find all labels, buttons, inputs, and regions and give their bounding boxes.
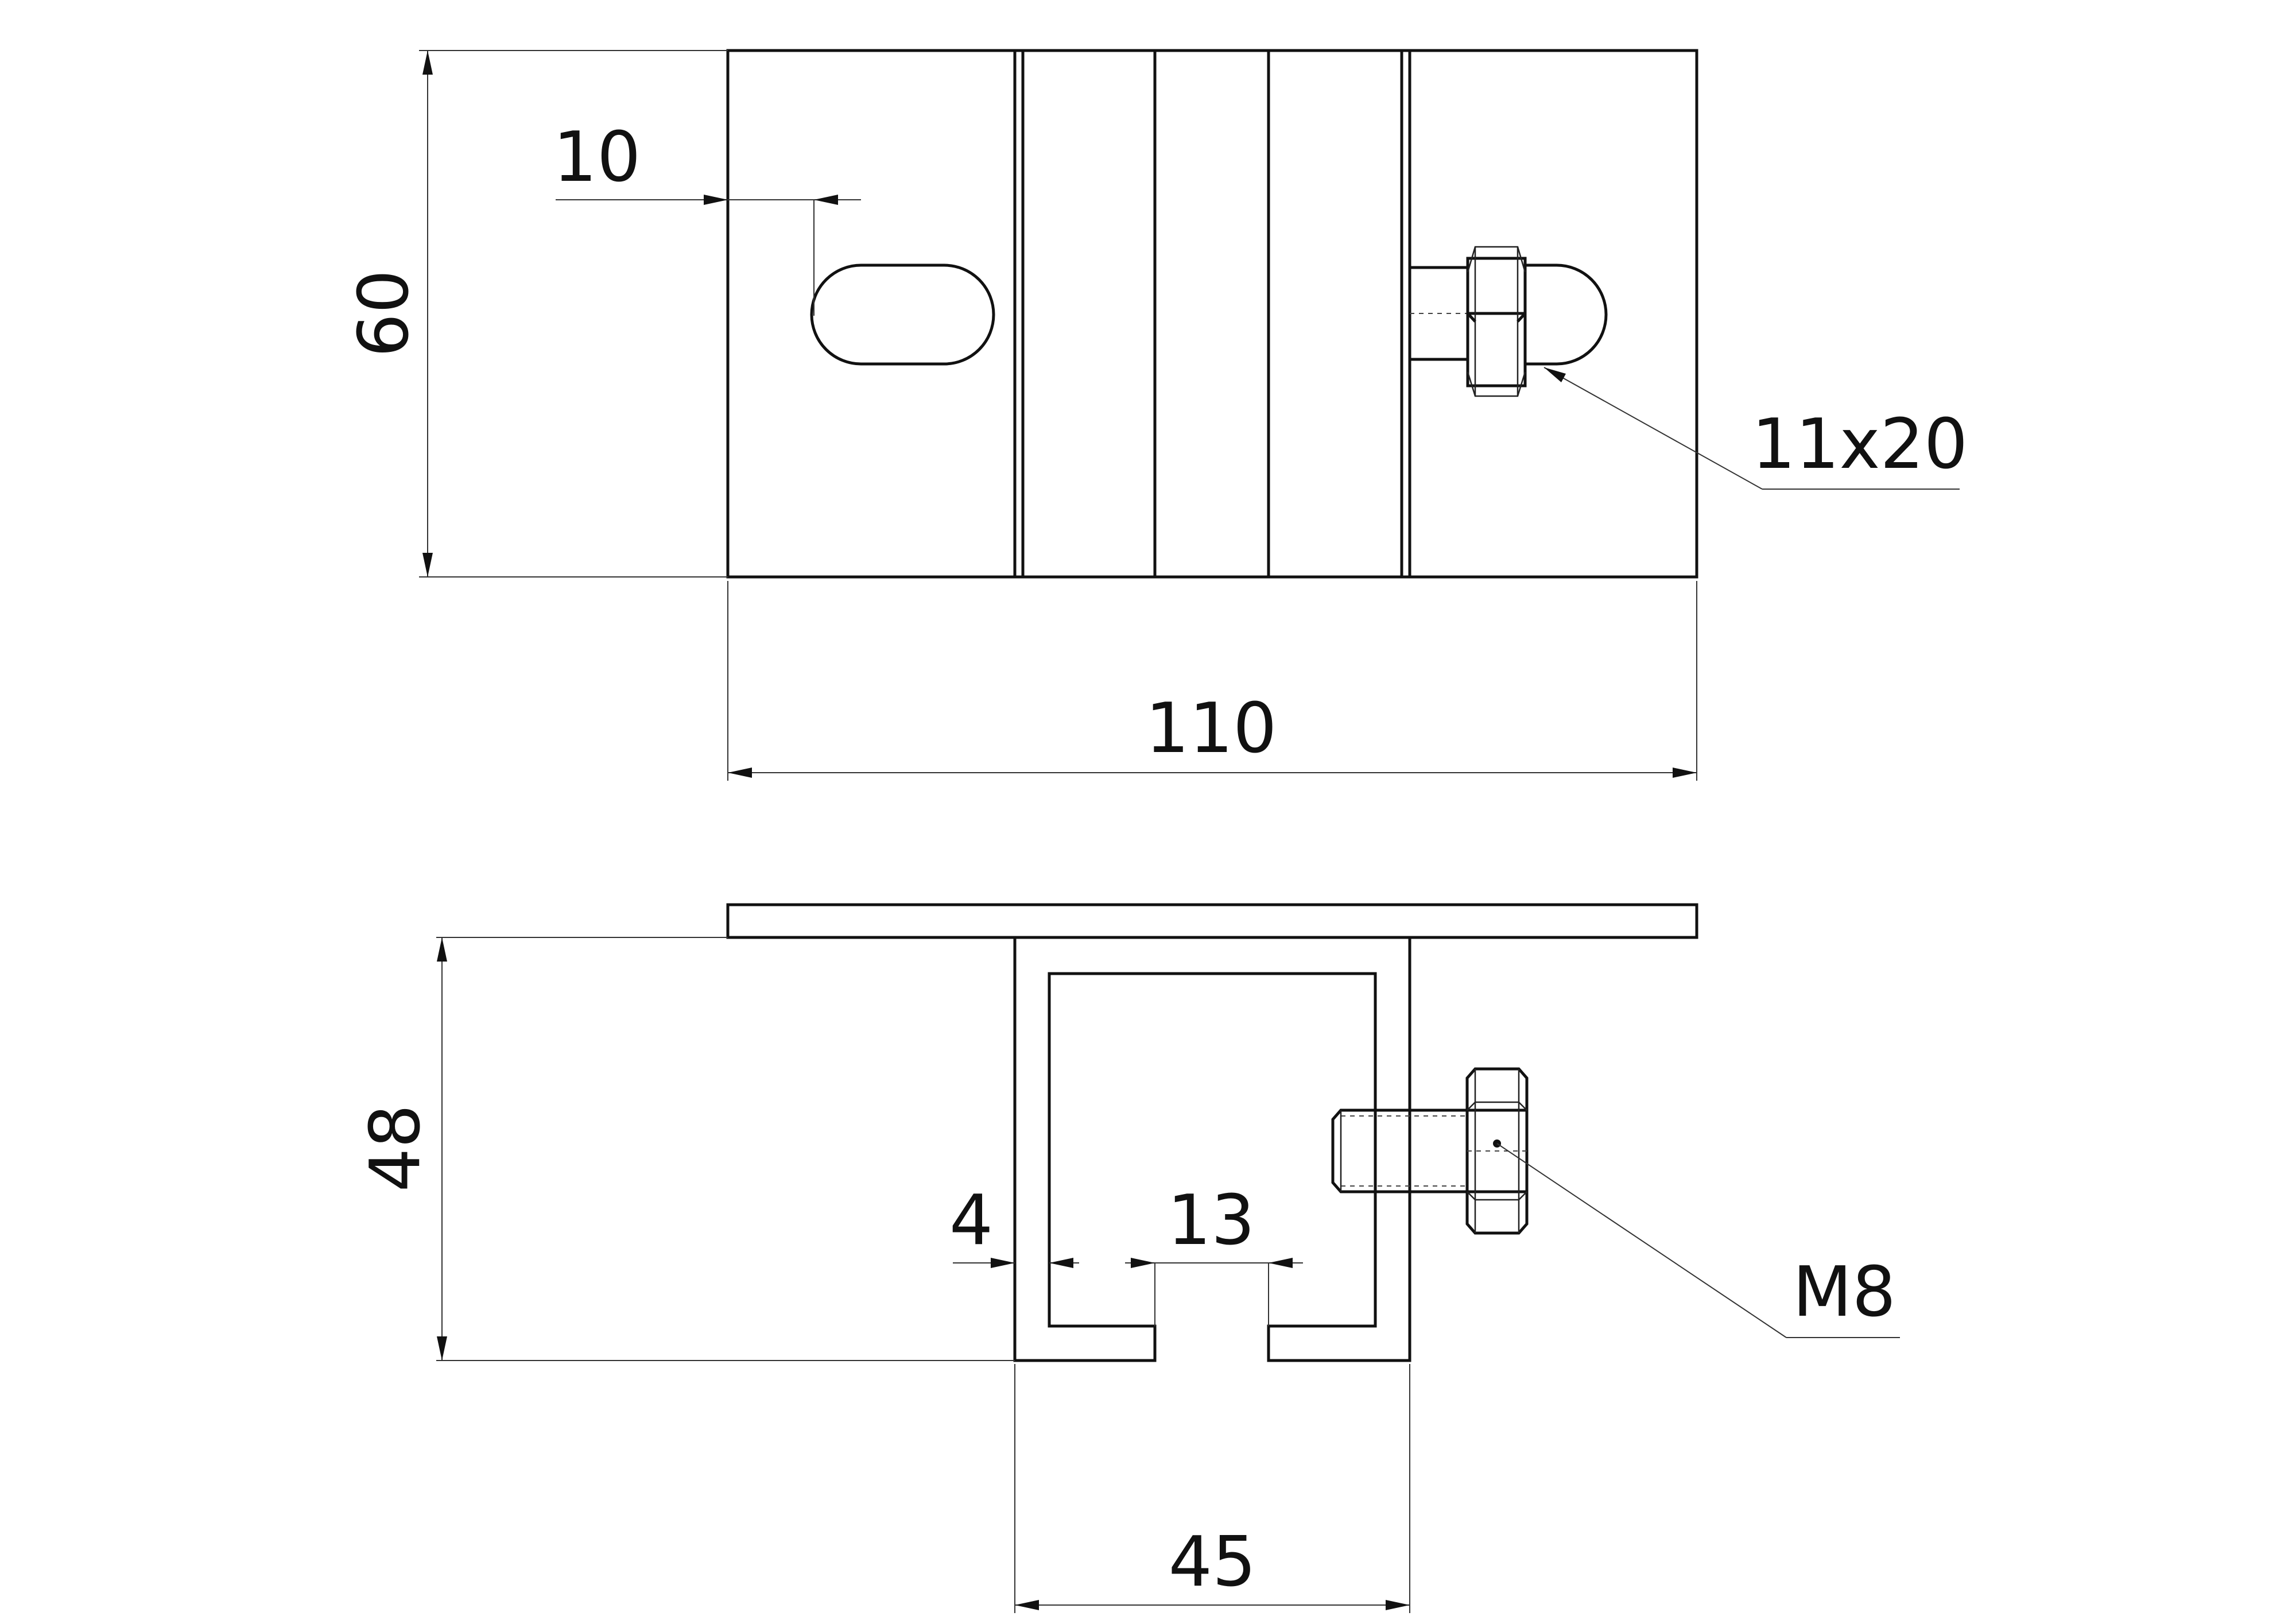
bolt-side-view (1331, 1067, 1529, 1235)
dim-label-11x20: 11x20 (1752, 405, 1968, 485)
dimension-13: 13 (1125, 1181, 1303, 1326)
dim-label-45: 45 (1169, 1522, 1256, 1602)
top-view: 60 10 11x20 110 (344, 49, 1968, 781)
bolt-top-view (1408, 246, 1608, 397)
dim-label-m8: M8 (1793, 1253, 1896, 1332)
dimension-4: 4 (949, 1181, 1079, 1268)
top-plate-outline (726, 49, 1698, 579)
dimension-110: 110 (727, 581, 1697, 781)
slot-hole (810, 263, 995, 366)
dim-label-10: 10 (553, 118, 641, 197)
c-profile-outer (1013, 937, 1411, 1362)
leader-11x20: 11x20 (1543, 367, 1968, 490)
dim-label-48: 48 (356, 1104, 436, 1192)
leader-m8: M8 (1493, 1139, 1900, 1338)
dim-label-13: 13 (1168, 1181, 1255, 1261)
dimension-45: 45 (1014, 1364, 1410, 1613)
dim-label-110: 110 (1145, 689, 1277, 769)
dim-label-60: 60 (344, 270, 424, 358)
hex-nut-icon (1465, 1067, 1529, 1235)
dim-label-4: 4 (949, 1181, 993, 1261)
dimension-10: 10 (553, 118, 861, 316)
section-view: 48 4 13 M8 (356, 903, 1900, 1613)
hex-nut-icon (1466, 257, 1527, 387)
dimension-60: 60 (344, 50, 728, 577)
dimension-48: 48 (356, 937, 1015, 1361)
base-plate (726, 903, 1698, 939)
